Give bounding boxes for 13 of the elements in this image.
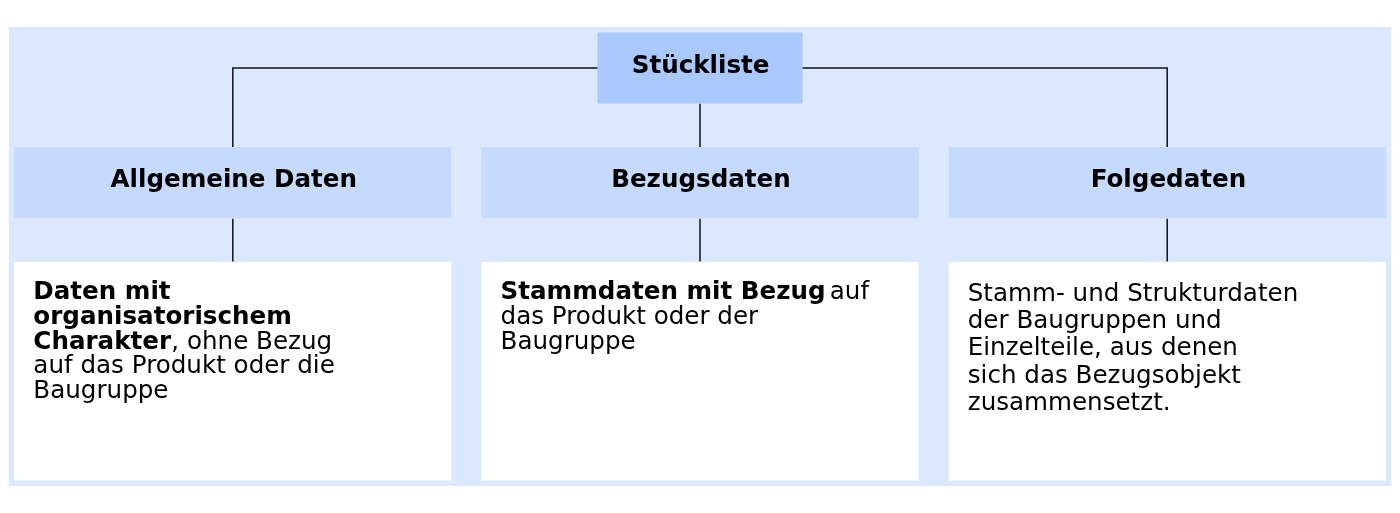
connector	[232, 217, 234, 263]
node-box: Stammdaten mit Bezug auf das Produkt oder der Baugruppe	[481, 261, 919, 481]
connector	[232, 67, 599, 148]
node-box: Stamm- und Strukturdaten der Baugruppen und Einzelteile, aus denen sich das Bezugsobjekt zusammensetzt.	[948, 261, 1386, 481]
node-box: Folgedaten	[948, 147, 1386, 219]
connector	[699, 217, 701, 263]
node-box: Allgemeine Daten	[14, 147, 452, 219]
connector	[699, 102, 701, 148]
node-box: Stückliste	[597, 32, 803, 104]
connector	[1166, 217, 1168, 263]
node-box: Daten mit organisatorischem Charakter, ohne Bezug auf das Produkt oder die Baugruppe	[14, 261, 452, 481]
node-box: Bezugsdaten	[481, 147, 919, 219]
connector	[801, 67, 1168, 148]
